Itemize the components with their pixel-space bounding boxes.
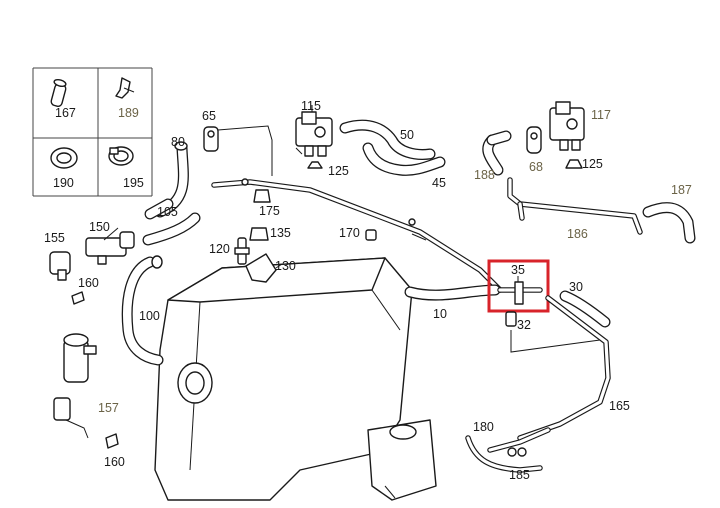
highlighted-part-35 [487, 259, 601, 353]
pump-157 [53, 333, 97, 439]
label-115: 115 [301, 99, 321, 113]
label-100: 100 [139, 309, 160, 323]
pump-150 [85, 231, 135, 265]
label-195: 195 [123, 176, 144, 190]
engine-block [154, 257, 413, 501]
label-180: 180 [473, 420, 494, 434]
small-parts-grid [32, 67, 153, 197]
label-65: 65 [202, 109, 216, 123]
label-189: 189 [118, 106, 139, 120]
label-160-upper: 160 [78, 276, 99, 290]
label-30: 30 [569, 280, 583, 294]
label-157: 157 [98, 401, 119, 415]
label-50: 50 [400, 128, 414, 142]
label-185: 185 [509, 468, 530, 482]
label-135: 135 [270, 226, 291, 240]
highlight-box [487, 259, 550, 313]
grommet-125-left [307, 161, 323, 169]
label-10: 10 [433, 307, 447, 321]
bolt-160-lower [105, 433, 119, 449]
bolt-160-upper [71, 291, 85, 305]
pipe-186 [507, 177, 643, 235]
label-188: 188 [474, 168, 495, 182]
label-32: 32 [517, 318, 531, 332]
bracket-130 [245, 253, 283, 283]
part-135 [249, 227, 269, 241]
part-labels: 167 189 190 195 80 65 115 50 68 117 125 … [44, 99, 692, 482]
heater-valve-117 [549, 101, 585, 151]
part-68 [526, 126, 542, 154]
label-125-left: 125 [328, 164, 349, 178]
hose-clamp-195 [108, 146, 134, 166]
label-186: 186 [567, 227, 588, 241]
pipe-165 [517, 295, 611, 441]
hose-45 [362, 142, 446, 176]
label-45: 45 [432, 176, 446, 190]
label-150: 150 [89, 220, 110, 234]
sensor-120 [234, 237, 250, 265]
coolant-pipe-10 [211, 178, 503, 301]
hose-188 [482, 130, 512, 176]
clip-189 [115, 77, 135, 99]
pipe-180 [465, 427, 551, 473]
label-165: 165 [609, 399, 630, 413]
hose-100 [121, 255, 164, 366]
part-175 [253, 189, 271, 203]
hose-105 [142, 198, 201, 246]
hose-187 [642, 202, 696, 244]
leader-lines [103, 147, 519, 282]
clamp-185 [507, 447, 527, 457]
label-190: 190 [53, 176, 74, 190]
label-175: 175 [259, 204, 280, 218]
plug-170 [365, 229, 377, 241]
hose-clamp-190 [50, 147, 78, 169]
label-117: 117 [591, 108, 611, 122]
label-130: 130 [275, 259, 296, 273]
label-68: 68 [529, 160, 543, 174]
label-155: 155 [44, 231, 65, 245]
label-160-lower: 160 [104, 455, 125, 469]
expansion-tank [367, 419, 437, 501]
label-125-right: 125 [582, 157, 603, 171]
label-120: 120 [209, 242, 230, 256]
label-105: 105 [157, 205, 178, 219]
label-167: 167 [55, 106, 76, 120]
label-170: 170 [339, 226, 360, 240]
label-35: 35 [511, 263, 525, 277]
valve-65 [203, 125, 273, 176]
label-80: 80 [171, 135, 185, 149]
grommet-125-right [565, 159, 583, 169]
hose-piece-167 [50, 79, 67, 107]
hose-50 [339, 119, 436, 160]
part-155 [49, 251, 71, 281]
label-187: 187 [671, 183, 692, 197]
hose-30 [559, 290, 611, 328]
heater-valve-115 [295, 105, 333, 157]
